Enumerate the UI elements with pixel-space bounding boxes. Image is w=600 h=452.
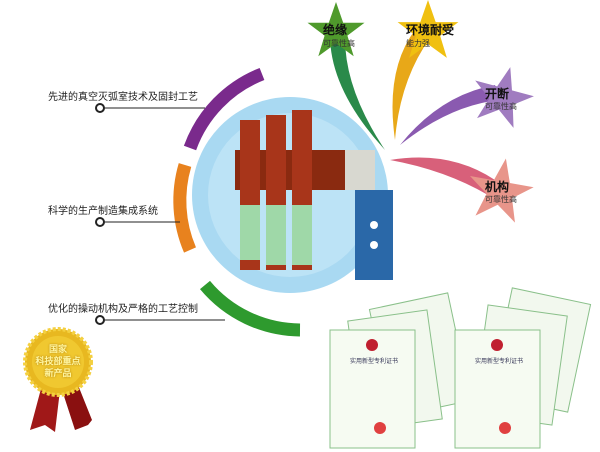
feature-manufacturing-system: 科学的生产制造集成系统: [48, 206, 158, 217]
star-mechanism-title: 机构: [485, 180, 510, 194]
medal-text: 国家 科技部重点 新产品: [28, 344, 88, 380]
medal-line3: 新产品: [44, 369, 72, 379]
award-medal: [23, 327, 93, 432]
star-environment-title: 环境耐受: [406, 23, 455, 37]
star-insulation-title: 绝缘: [323, 23, 348, 37]
green-arc: [200, 280, 301, 337]
star-mechanism-subtitle: 可靠性高: [485, 195, 517, 204]
feature-vacuum-interrupter: 先进的真空灭弧室技术及固封工艺: [48, 92, 198, 103]
star-breaking-subtitle: 可靠性高: [485, 102, 517, 111]
leader-lines: [95, 103, 225, 325]
medal-line1: 国家: [48, 345, 67, 355]
star-shapes: [307, 0, 534, 223]
orange-arc: [173, 163, 197, 253]
star-insulation-subtitle: 可靠性高: [323, 39, 355, 48]
switchgear-image: [235, 110, 393, 280]
patent-certificates: [329, 287, 592, 449]
certificate-title: 实用新型专利证书: [475, 358, 524, 365]
feature-operating-mechanism: 优化的操动机构及严格的工艺控制: [48, 304, 198, 315]
star-environment-subtitle: 能力强: [406, 39, 430, 48]
star-breaking-title: 开断: [485, 87, 510, 101]
medal-line2: 科技部重点: [35, 357, 81, 367]
purple-arc: [183, 67, 265, 151]
certificate-title: 实用新型专利证书: [350, 358, 399, 365]
